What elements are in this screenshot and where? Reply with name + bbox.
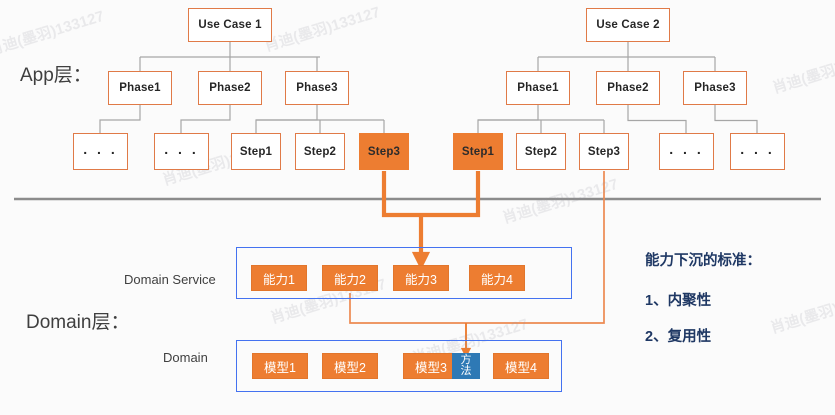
tree1-step2-node[interactable]: Step2 <box>295 133 345 170</box>
tree2-step-ellipsis-2[interactable]: . . . <box>730 133 785 170</box>
model-chip-3[interactable]: 模型3 <box>403 353 459 379</box>
model-chip-1[interactable]: 模型1 <box>252 353 308 379</box>
domain-service-label: Domain Service <box>124 272 216 287</box>
model-chip-4[interactable]: 模型4 <box>493 353 549 379</box>
capability-chip-3[interactable]: 能力3 <box>393 265 449 291</box>
tree1-step1-node[interactable]: Step1 <box>231 133 281 170</box>
tree2-phase1-node[interactable]: Phase1 <box>506 71 570 105</box>
tree1-step-ellipsis-2[interactable]: . . . <box>154 133 209 170</box>
tree2-step-ellipsis-1[interactable]: . . . <box>659 133 714 170</box>
app-layer-label: App层： <box>20 65 92 86</box>
tree2-step2-node[interactable]: Step2 <box>516 133 566 170</box>
tree1-phase2-node[interactable]: Phase2 <box>198 71 262 105</box>
tree2-step3-node[interactable]: Step3 <box>579 133 629 170</box>
capability-chip-2[interactable]: 能力2 <box>322 265 378 291</box>
tree2-phase3-node[interactable]: Phase3 <box>683 71 747 105</box>
notes-item-2: 2、复用性 <box>645 329 712 345</box>
tree2-phase2-node[interactable]: Phase2 <box>596 71 660 105</box>
notes-item-1: 1、内聚性 <box>645 293 712 309</box>
capability-chip-4[interactable]: 能力4 <box>469 265 525 291</box>
tree1-step-ellipsis-1[interactable]: . . . <box>73 133 128 170</box>
domain-container <box>236 340 562 392</box>
use-case-2-node[interactable]: Use Case 2 <box>586 8 670 42</box>
capability-chip-1[interactable]: 能力1 <box>251 265 307 291</box>
domain-layer-label: Domain层： <box>26 312 130 333</box>
model-chip-2[interactable]: 模型2 <box>322 353 378 379</box>
domain-service-container <box>236 247 572 299</box>
method-chip[interactable]: 方法 <box>452 353 480 379</box>
use-case-1-node[interactable]: Use Case 1 <box>188 8 272 42</box>
tree2-step1-node[interactable]: Step1 <box>453 133 503 170</box>
domain-label: Domain <box>163 350 208 365</box>
tree1-step3-node[interactable]: Step3 <box>359 133 409 170</box>
notes-title: 能力下沉的标准： <box>645 253 761 269</box>
tree1-phase1-node[interactable]: Phase1 <box>108 71 172 105</box>
tree1-phase3-node[interactable]: Phase3 <box>285 71 349 105</box>
